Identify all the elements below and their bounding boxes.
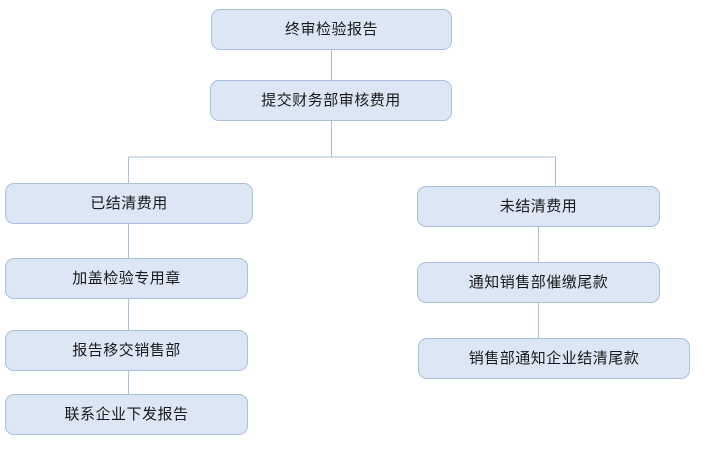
node-transfer-report-to-sales[interactable]: 报告移交销售部	[5, 330, 248, 371]
node-label-submit-finance-review-fee: 提交财务部审核费用	[261, 92, 401, 109]
node-label-fee-settled: 已结清费用	[90, 195, 168, 212]
node-label-contact-enterprise-issue-report: 联系企业下发报告	[64, 406, 189, 423]
node-fee-settled[interactable]: 已结清费用	[5, 183, 253, 224]
node-label-sales-notify-enterprise-settle: 销售部通知企业结清尾款	[468, 350, 640, 367]
node-submit-finance-review-fee[interactable]: 提交财务部审核费用	[210, 80, 452, 121]
node-contact-enterprise-issue-report[interactable]: 联系企业下发报告	[5, 394, 248, 435]
node-label-affix-inspection-seal: 加盖检验专用章	[72, 270, 181, 287]
node-sales-notify-enterprise-settle[interactable]: 销售部通知企业结清尾款	[418, 338, 690, 379]
node-label-transfer-report-to-sales: 报告移交销售部	[72, 342, 181, 359]
node-final-inspection-report[interactable]: 终审检验报告	[211, 9, 452, 50]
node-label-final-inspection-report: 终审检验报告	[284, 21, 378, 38]
node-notify-sales-collect-balance[interactable]: 通知销售部催缴尾款	[417, 262, 660, 303]
node-label-fee-unsettled: 未结清费用	[499, 198, 578, 215]
node-label-notify-sales-collect-balance: 通知销售部催缴尾款	[468, 274, 609, 291]
node-affix-inspection-seal[interactable]: 加盖检验专用章	[5, 258, 248, 299]
node-fee-unsettled[interactable]: 未结清费用	[417, 186, 660, 227]
